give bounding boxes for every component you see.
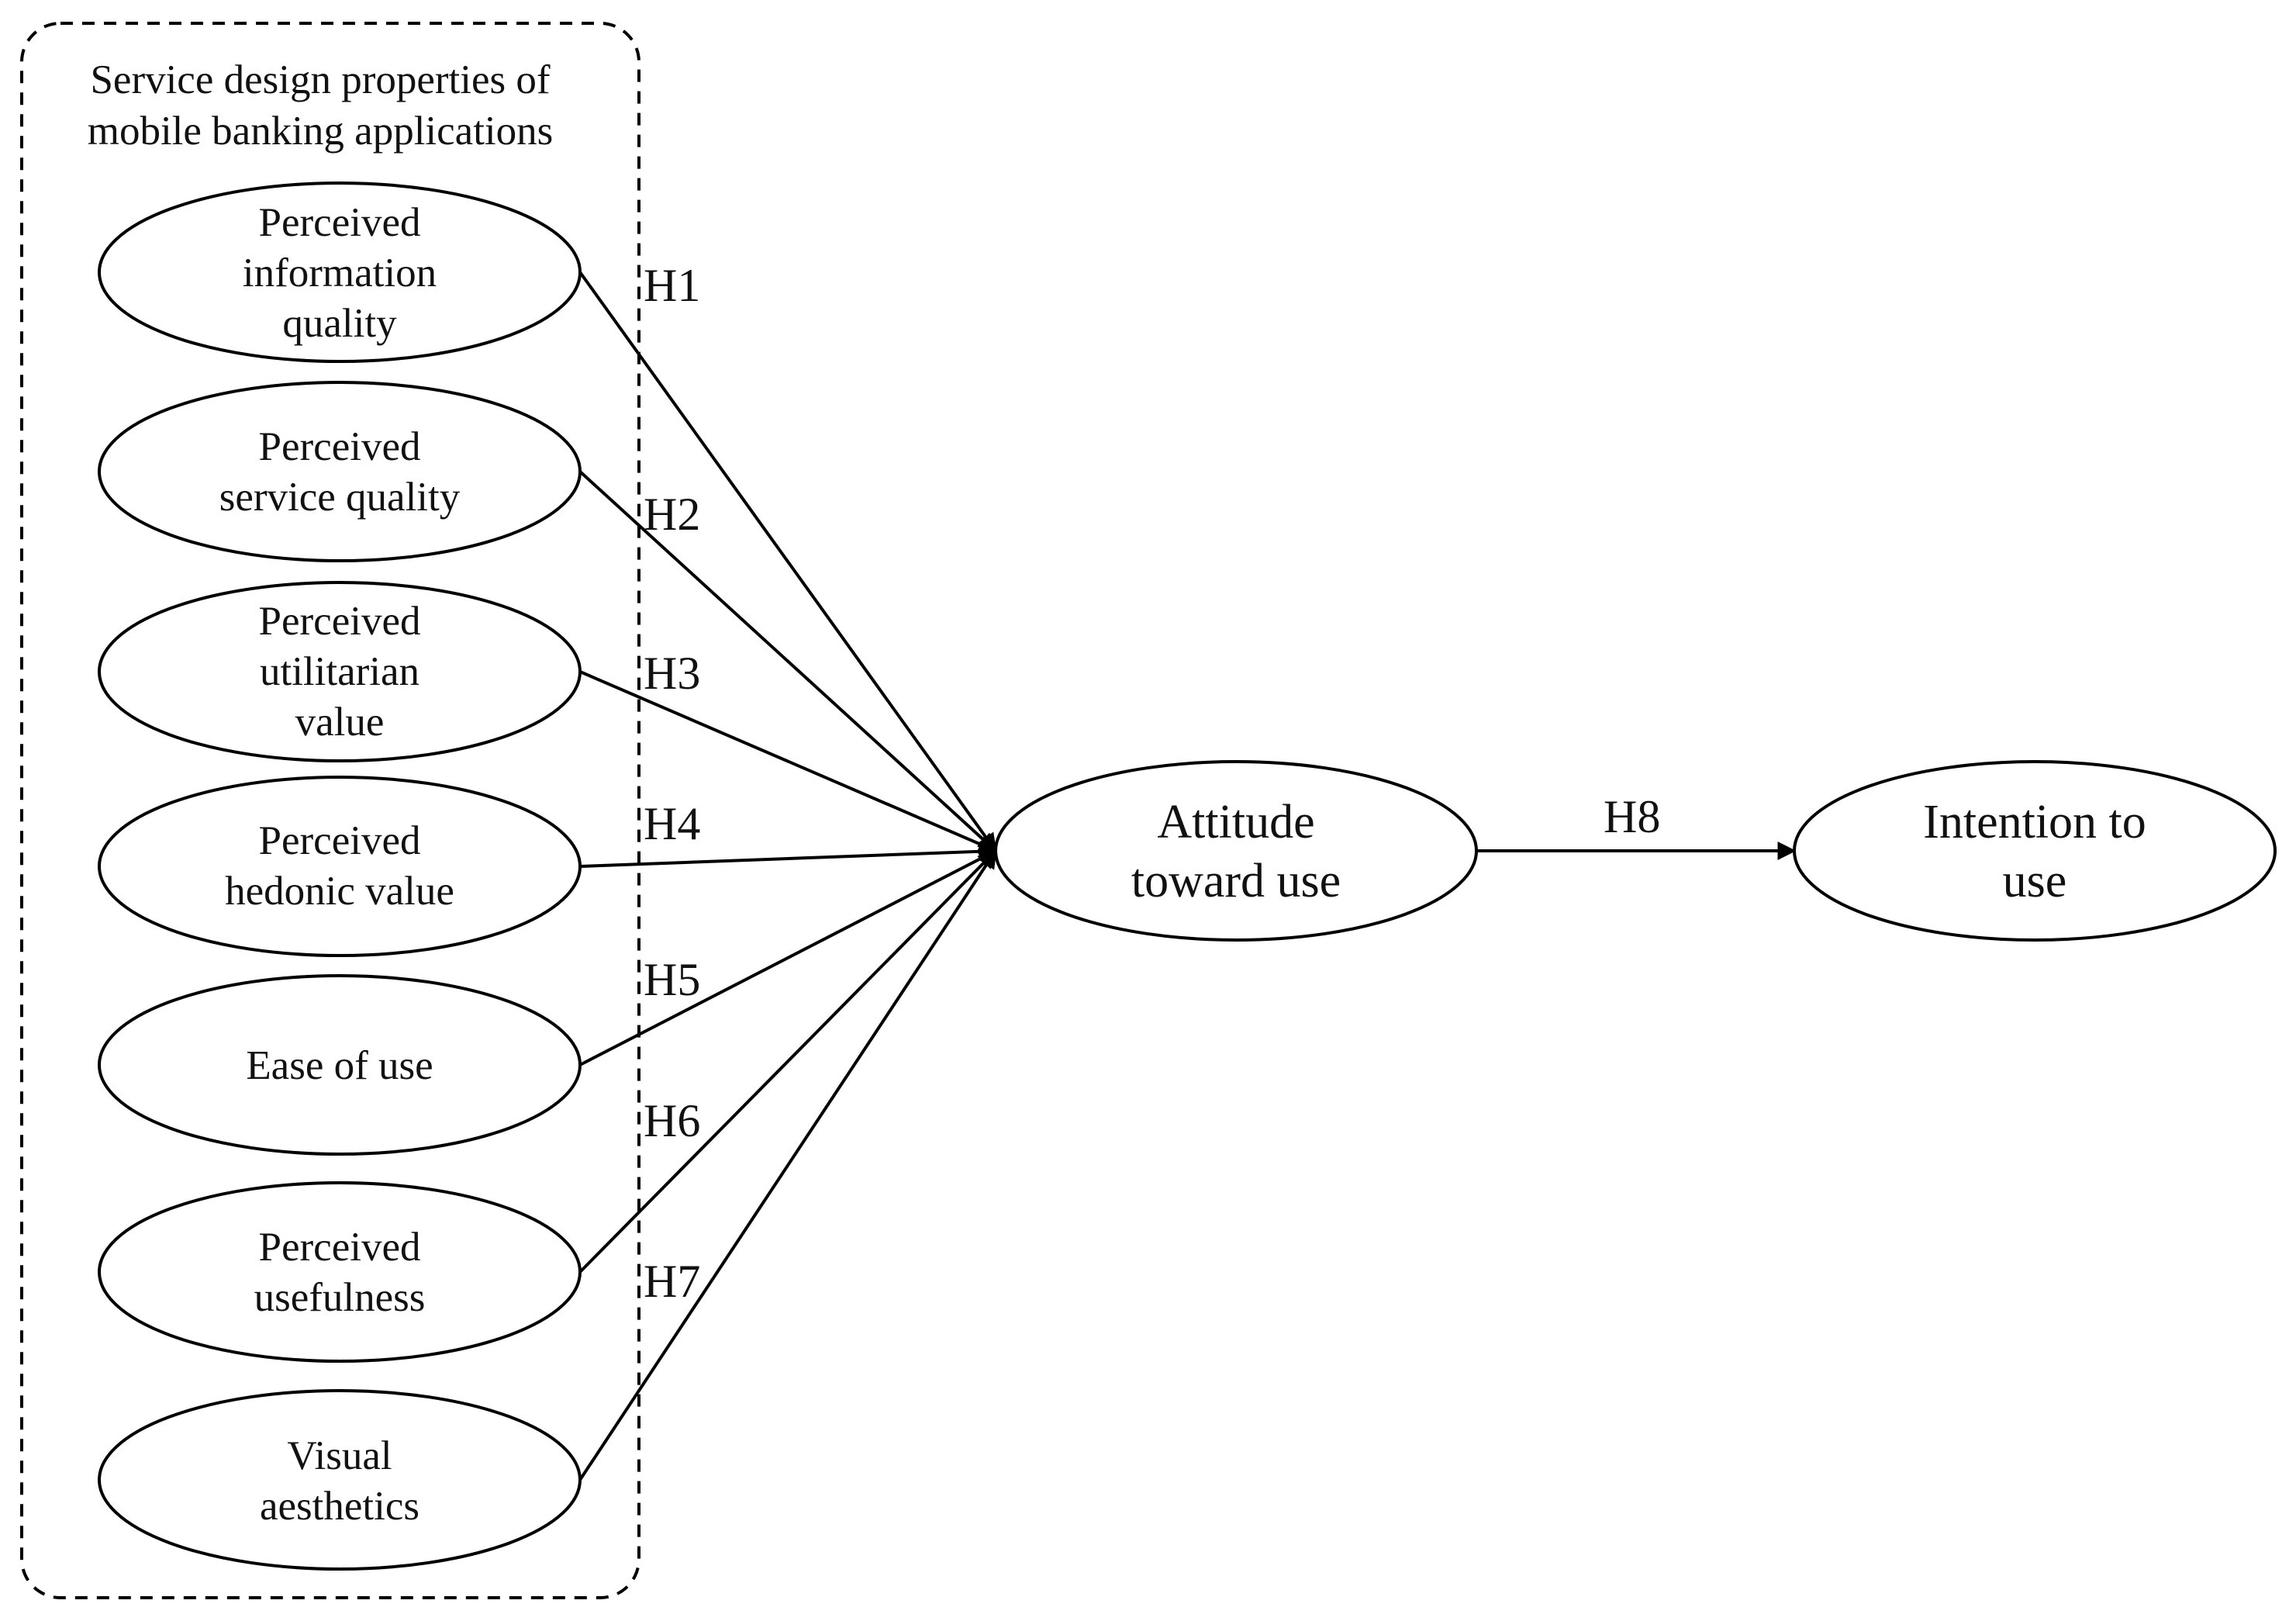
label-pq-util-3: value bbox=[295, 700, 385, 745]
edge-h3 bbox=[579, 670, 998, 853]
edge-h7 bbox=[578, 849, 997, 1481]
node-visual-aesthetics bbox=[98, 1389, 582, 1571]
node-perceived-information-quality bbox=[98, 181, 582, 363]
node-perceived-usefulness bbox=[98, 1181, 582, 1363]
edge-h4 bbox=[579, 842, 998, 868]
hypothesis-label-h7: H7 bbox=[644, 1256, 700, 1307]
label-intention-2: use bbox=[2003, 855, 2067, 907]
label-pq-util-1: Perceived bbox=[259, 599, 421, 644]
node-ease-of-use bbox=[98, 974, 582, 1156]
node-perceived-service-quality bbox=[98, 381, 582, 562]
label-ease-1: Ease of use bbox=[246, 1043, 433, 1088]
hypothesis-labels: H1 H2 H3 H4 H5 H6 H7 H8 bbox=[644, 260, 1660, 1307]
edge-h5 bbox=[579, 849, 998, 1066]
label-pq-hedonic-1: Perceived bbox=[259, 818, 421, 863]
node-perceived-utilitarian-value bbox=[98, 581, 582, 762]
hypothesis-label-h5: H5 bbox=[644, 954, 700, 1005]
label-intention-1: Intention to bbox=[1923, 796, 2146, 849]
hypothesis-label-h3: H3 bbox=[644, 648, 700, 699]
hypothesis-label-h6: H6 bbox=[644, 1095, 700, 1146]
label-usefulness-2: usefulness bbox=[254, 1275, 426, 1320]
node-labels: Perceived information quality Perceived … bbox=[219, 200, 2146, 1529]
label-pq-info-3: quality bbox=[282, 301, 397, 346]
hypothesis-label-h4: H4 bbox=[644, 798, 700, 849]
label-pq-info-1: Perceived bbox=[259, 200, 421, 245]
label-pq-hedonic-2: hedonic value bbox=[225, 869, 454, 914]
hypothesis-label-h1: H1 bbox=[644, 260, 700, 311]
hypothesis-label-h2: H2 bbox=[644, 489, 700, 540]
edge-h1 bbox=[578, 271, 997, 852]
group-title-line-1: Service design properties of bbox=[90, 57, 550, 102]
service-design-group-box bbox=[20, 22, 640, 1599]
nodes-layer bbox=[98, 181, 2277, 1571]
node-perceived-hedonic-value bbox=[98, 776, 582, 957]
edges-layer bbox=[578, 271, 1797, 1481]
label-pq-util-2: utilitarian bbox=[260, 649, 419, 694]
label-aesthetics-2: aesthetics bbox=[260, 1484, 419, 1529]
label-aesthetics-1: Visual bbox=[287, 1433, 392, 1478]
label-usefulness-1: Perceived bbox=[259, 1225, 421, 1270]
node-intention-to-use bbox=[1793, 760, 2277, 942]
label-attitude-1: Attitude bbox=[1157, 796, 1314, 849]
label-pq-service-1: Perceived bbox=[259, 424, 421, 469]
hypothesis-label-h8: H8 bbox=[1604, 791, 1660, 842]
label-attitude-2: toward use bbox=[1131, 855, 1341, 907]
label-pq-service-2: service quality bbox=[219, 475, 461, 520]
group-title-line-2: mobile banking applications bbox=[88, 109, 554, 154]
edge-h6 bbox=[578, 849, 997, 1274]
node-attitude-toward-use bbox=[994, 760, 1478, 942]
label-pq-info-2: information bbox=[243, 251, 437, 296]
edge-h2 bbox=[578, 470, 997, 852]
